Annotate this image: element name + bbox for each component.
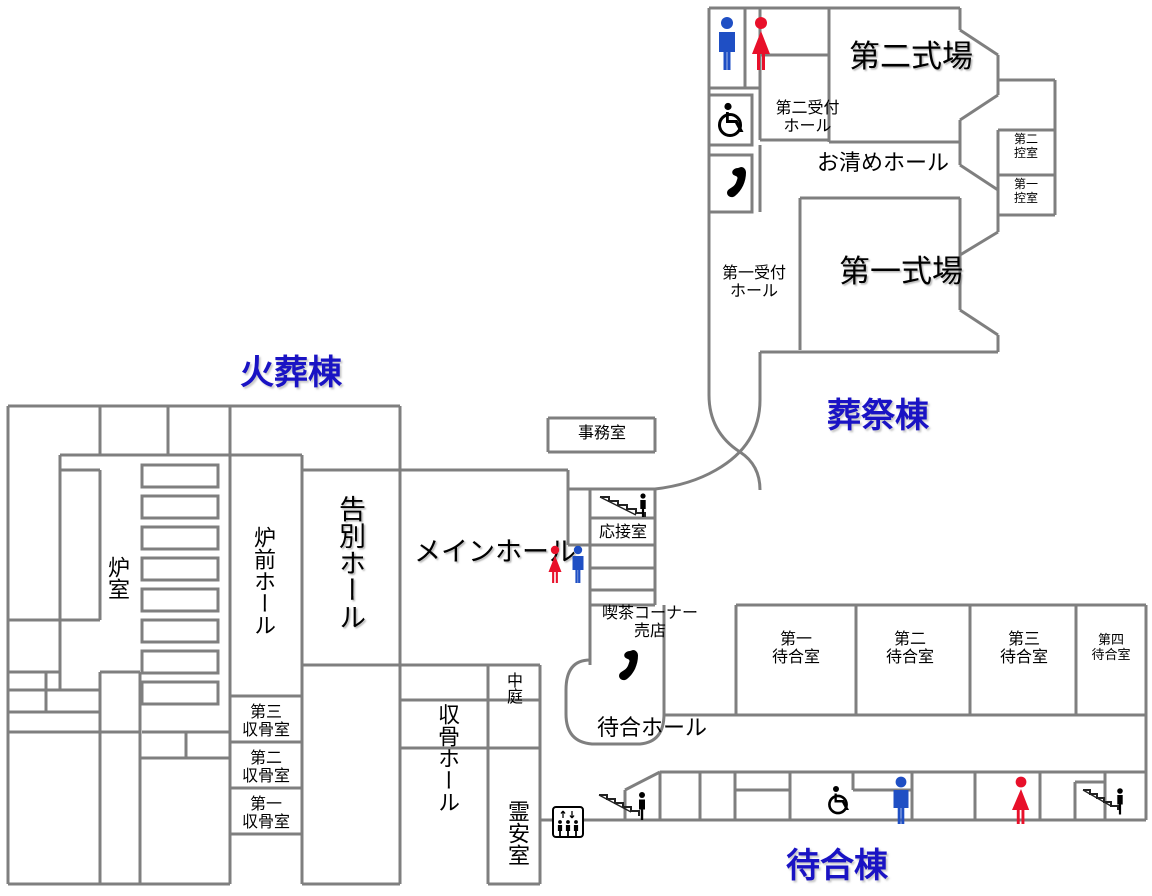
female-restroom-icon — [546, 545, 564, 583]
male-restroom-icon — [714, 16, 740, 70]
elevator-icon — [552, 806, 584, 838]
male-restroom-icon — [569, 545, 587, 583]
telephone-icon — [718, 165, 750, 203]
male-restroom-icon — [888, 776, 914, 824]
stairs-icon — [598, 491, 652, 517]
wheelchair-accessible-icon — [826, 785, 854, 815]
stairs-icon — [596, 786, 652, 820]
female-restroom-icon — [1008, 776, 1034, 824]
wheelchair-accessible-icon — [715, 102, 751, 138]
telephone-icon — [610, 648, 642, 686]
female-restroom-icon — [748, 16, 774, 70]
stairs-icon — [1080, 782, 1130, 816]
